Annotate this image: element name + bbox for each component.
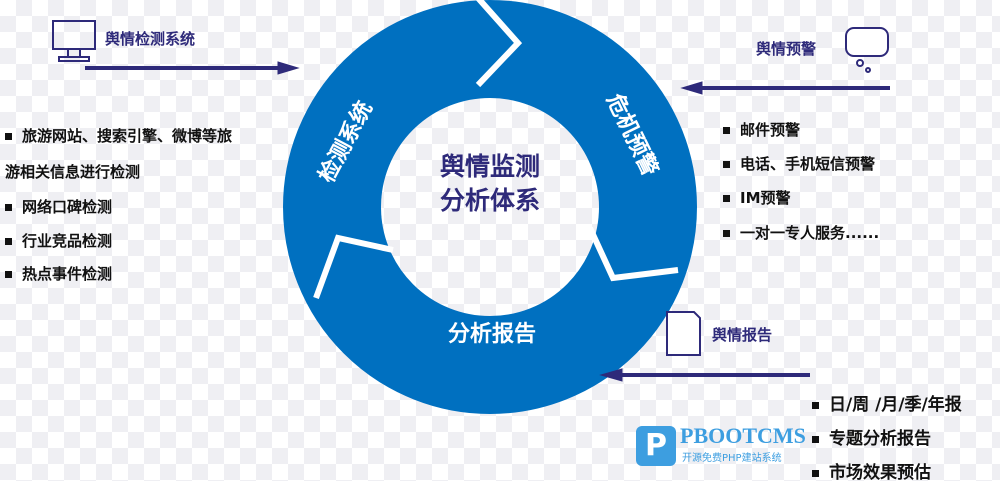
right-item: IM预警	[723, 187, 791, 208]
center-title-line2: 分析体系	[439, 186, 540, 215]
segment-report: 分析报告	[448, 322, 537, 347]
right-item: 一对一专人服务......	[723, 222, 879, 243]
arrow-right-head	[680, 81, 703, 95]
watermark-brand: PBOOTCMS	[680, 423, 806, 448]
left-item-cont: 游相关信息进行检测	[5, 163, 141, 181]
speech-bubble-icon	[845, 27, 889, 73]
report-item: 市场效果预估	[812, 458, 931, 481]
center-title-line1: 舆情监测	[439, 152, 540, 181]
left-item: 网络口碑检测	[5, 196, 112, 217]
monitor-icon	[52, 20, 96, 62]
right-heading: 舆情预警	[756, 40, 817, 58]
center-title: 舆情监测 分析体系	[415, 150, 565, 218]
arrow-report-head	[599, 368, 623, 382]
right-item: 邮件预警	[723, 119, 800, 140]
watermark-tagline: 开源免费PHP建站系统	[682, 453, 782, 464]
report-item: 专题分析报告	[812, 424, 931, 449]
right-item: 电话、手机短信预警	[723, 153, 875, 174]
watermark: P PBOOTCMS 开源免费PHP建站系统	[636, 424, 806, 468]
arrow-left-head	[277, 61, 300, 75]
left-item: 行业竞品检测	[5, 230, 112, 251]
ring-gap-left	[313, 234, 394, 300]
report-item: 日/周 /月/季/年报	[812, 390, 962, 415]
left-item: 旅游网站、搜索引擎、微博等旅	[5, 125, 232, 146]
left-item: 热点事件检测	[5, 263, 112, 284]
document-icon	[666, 311, 701, 356]
cycle-ring	[283, 0, 697, 414]
ring-gap-top	[475, 0, 523, 88]
watermark-logo-icon: P	[636, 426, 676, 466]
report-heading: 舆情报告	[712, 326, 773, 344]
ring-gap-right	[587, 226, 679, 282]
left-heading: 舆情检测系统	[105, 30, 196, 48]
